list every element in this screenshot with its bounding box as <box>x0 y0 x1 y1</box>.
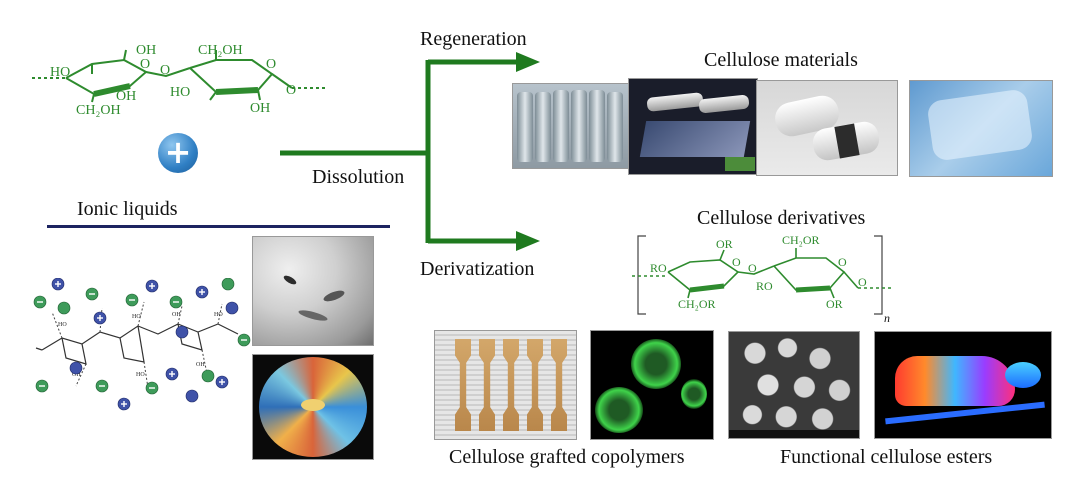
structure-o-ring1: O <box>140 57 150 72</box>
fluorescent-cells-image <box>590 330 714 440</box>
structure-o-bridge: O <box>160 63 170 78</box>
chameleon-image <box>874 331 1052 439</box>
deriv-o-end: O <box>858 275 867 289</box>
regeneration-label: Regeneration <box>420 28 527 50</box>
svg-text:OH: OH <box>72 372 81 378</box>
svg-text:HO: HO <box>132 314 141 320</box>
membrane-rolls-image <box>628 78 758 175</box>
structure-ho-left: HO <box>50 65 70 80</box>
functional-esters-label: Functional cellulose esters <box>780 446 993 468</box>
svg-text:OH: OH <box>172 312 181 318</box>
svg-text:OH: OH <box>196 362 205 368</box>
deriv-ch2or-top: CH₂OR <box>782 233 820 247</box>
deriv-o-bridge: O <box>748 261 757 275</box>
svg-text:HO: HO <box>58 322 67 328</box>
structure-o-end: O <box>286 83 296 98</box>
polarized-micrograph-image <box>252 354 374 460</box>
structure-ch2oh-top: CH₂OH <box>198 43 243 58</box>
structure-oh-top: OH <box>136 43 156 58</box>
flow-arrows <box>280 52 540 251</box>
fiber-spools-image <box>512 83 630 169</box>
deriv-ro-right: RO <box>756 279 773 293</box>
deriv-or-right: OR <box>826 297 843 311</box>
grafted-copolymers-label: Cellulose grafted copolymers <box>449 446 685 468</box>
structure-ho-right: HO <box>170 85 190 100</box>
derivative-structure: OR CH₂OR RO O O O CH₂OR RO OR O n <box>632 233 894 324</box>
deriv-subscript-n: n <box>884 311 890 324</box>
svg-text:HO: HO <box>136 372 145 378</box>
dissolution-label: Dissolution <box>312 166 405 188</box>
deriv-o-ring1: O <box>732 255 741 269</box>
foam-rolls-image <box>756 80 898 176</box>
transparent-film-image <box>909 80 1053 177</box>
divider-line <box>47 225 390 228</box>
svg-text:HO: HO <box>214 312 223 318</box>
cellulose-derivatives-label: Cellulose derivatives <box>697 207 866 229</box>
cellulose-structure: OH CH₂OH HO O O O CH₂OH OH HO OH O <box>32 43 328 118</box>
deriv-ro-left: RO <box>650 261 667 275</box>
derivatization-label: Derivatization <box>420 258 535 280</box>
structure-oh-under: OH <box>116 89 136 104</box>
structure-o-ring2: O <box>266 57 276 72</box>
deriv-ch2or-bottom: CH₂OR <box>678 297 716 311</box>
deriv-or-1: OR <box>716 237 733 251</box>
cellulose-materials-label: Cellulose materials <box>704 49 858 71</box>
microspheres-image <box>728 331 860 439</box>
ionic-liquids-label: Ionic liquids <box>77 198 178 220</box>
plus-icon: + <box>158 133 198 173</box>
plus-symbol: + <box>164 132 192 171</box>
micrograph-image <box>252 236 374 346</box>
tensile-specimens-image <box>434 330 577 440</box>
deriv-o-ring2: O <box>838 255 847 269</box>
structure-ch2oh-bottom: CH₂OH <box>76 103 121 118</box>
structure-oh-right: OH <box>250 101 270 116</box>
